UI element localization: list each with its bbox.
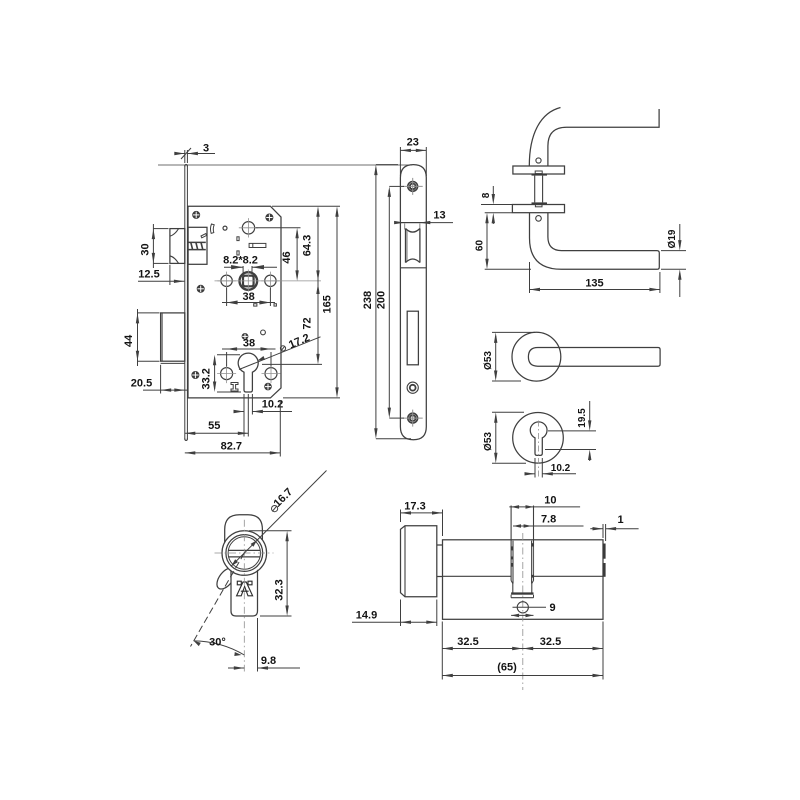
svg-text:8.2*8.2: 8.2*8.2 xyxy=(223,255,258,267)
svg-text:13: 13 xyxy=(433,210,445,222)
svg-text:19.5: 19.5 xyxy=(577,408,588,428)
svg-text:44: 44 xyxy=(123,334,135,347)
svg-text:Ø19: Ø19 xyxy=(667,229,678,248)
svg-text:10.2: 10.2 xyxy=(551,463,571,474)
svg-text:72: 72 xyxy=(301,317,313,329)
svg-text:12.5: 12.5 xyxy=(138,269,159,281)
svg-text:7.8: 7.8 xyxy=(541,513,556,525)
svg-text:200: 200 xyxy=(375,291,387,309)
svg-text:38: 38 xyxy=(243,338,255,350)
svg-text:Ø53: Ø53 xyxy=(483,432,494,451)
svg-text:30: 30 xyxy=(140,243,152,255)
svg-text:14.9: 14.9 xyxy=(356,609,377,621)
svg-text:55: 55 xyxy=(208,420,220,432)
svg-text:32.5: 32.5 xyxy=(457,636,478,648)
svg-text:238: 238 xyxy=(362,291,374,309)
svg-text:8: 8 xyxy=(481,192,492,198)
svg-text:3: 3 xyxy=(203,143,209,155)
svg-text:23: 23 xyxy=(407,137,419,149)
svg-text:10.2: 10.2 xyxy=(262,399,283,411)
svg-text:135: 135 xyxy=(585,278,603,290)
svg-text:32.5: 32.5 xyxy=(540,636,561,648)
svg-text:46: 46 xyxy=(281,251,293,263)
svg-text:10: 10 xyxy=(544,494,556,506)
svg-text:60: 60 xyxy=(475,240,486,252)
svg-text:32.3: 32.3 xyxy=(273,579,285,600)
svg-text:20.5: 20.5 xyxy=(131,377,152,389)
svg-text:9: 9 xyxy=(550,602,556,614)
svg-text:17.3: 17.3 xyxy=(404,500,425,512)
svg-text:82.7: 82.7 xyxy=(221,441,242,453)
svg-text:38: 38 xyxy=(242,291,254,303)
svg-text:30°: 30° xyxy=(209,637,226,649)
svg-text:33.2: 33.2 xyxy=(200,368,212,389)
svg-text:9.8: 9.8 xyxy=(261,655,276,667)
svg-text:64.3: 64.3 xyxy=(301,235,313,256)
svg-text:1: 1 xyxy=(618,514,624,526)
svg-text:165: 165 xyxy=(322,295,334,313)
svg-text:(65): (65) xyxy=(497,662,517,674)
svg-text:Ø53: Ø53 xyxy=(483,351,494,370)
